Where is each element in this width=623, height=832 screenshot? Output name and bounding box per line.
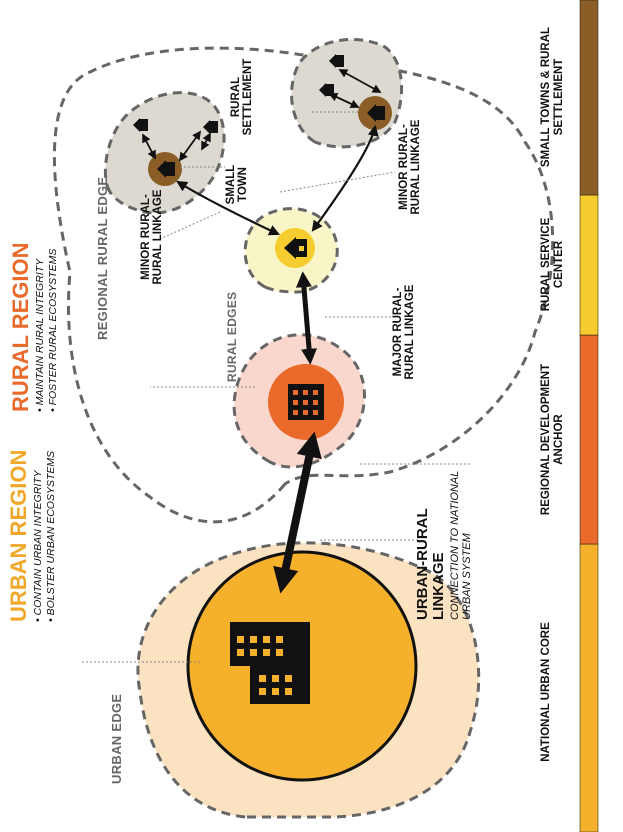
legend-label-regional-anchor: REGIONAL DEVELOPMENT ANCHOR [540,363,566,516]
legend-bar [579,0,599,832]
town-link [178,130,202,162]
leader-line [159,211,221,240]
house-icon [133,118,148,132]
urban-region-title: URBAN REGION [6,449,31,622]
rural-settlement-patch [290,37,404,149]
house-icon [367,104,385,122]
office-building-icon [230,622,310,704]
legend-label-national-urban-core: NATIONAL URBAN CORE [540,622,552,762]
urban-rural-linkage-title: URBAN-RURAL LINKAGE [414,508,447,620]
legend-swatch-small-towns [579,0,599,196]
building-icon [288,384,324,420]
regional-rural-edge [53,46,555,524]
urban-edge-label: URBAN EDGE [109,693,124,784]
minor-linkage-label-right: MINOR RURAL-RURAL LINKAGE [398,119,423,215]
settlement-link [328,92,360,109]
legend-swatch-national-urban-core [579,543,599,832]
settlement-link [338,69,382,93]
rural-bullet-1: • MAINTAIN RURAL INTEGRITY [34,258,46,412]
houses-icon [284,237,307,259]
house-icon [319,83,334,97]
major-linkage-arrow [295,271,318,365]
legend-label-rural-service-center: RURAL SERVICE CENTER [540,217,566,312]
minor-linkage-label-left: MINOR RURAL-RURAL LINKAGE [140,189,165,285]
house-icon [157,160,175,178]
urban-bullet-2: • BOLSTER URBAN ECOSYSTEMS [45,450,57,622]
legend-swatch-rural-service-center [579,194,599,336]
minor-linkage-arrow-left [176,180,280,236]
legend-swatch-regional-anchor [579,334,599,545]
legend-label-small-towns: SMALL TOWNS & RURAL SETTLEMENT [540,26,566,168]
major-linkage-label: MAJOR RURAL-RURAL LINKAGE [392,284,417,380]
leader-line [279,171,396,193]
small-town-label: SMALL TOWN [225,164,250,205]
rural-bullet-2: • FOSTER RURAL ECOSYSTEMS [47,248,59,412]
regional-rural-edge-label: REGIONAL RURAL EDGE [95,176,110,340]
urban-rural-linkage-subtitle: CONNECTION TO NATIONAL URBAN SYSTEM [449,470,473,620]
urban-bullet-1: • CONTAIN URBAN INTEGRITY [32,470,44,622]
rural-region-title: RURAL REGION [8,242,33,413]
house-icon [329,54,344,68]
urban-rural-linkage-arrow [273,431,322,594]
rural-edges-label: RURAL EDGES [225,291,239,382]
minor-linkage-arrow-right [311,124,379,232]
town-link [201,132,211,151]
house-icon [203,120,218,134]
rural-settlement-label: RURAL SETTLEMENT [230,58,255,136]
town-link [142,133,156,160]
